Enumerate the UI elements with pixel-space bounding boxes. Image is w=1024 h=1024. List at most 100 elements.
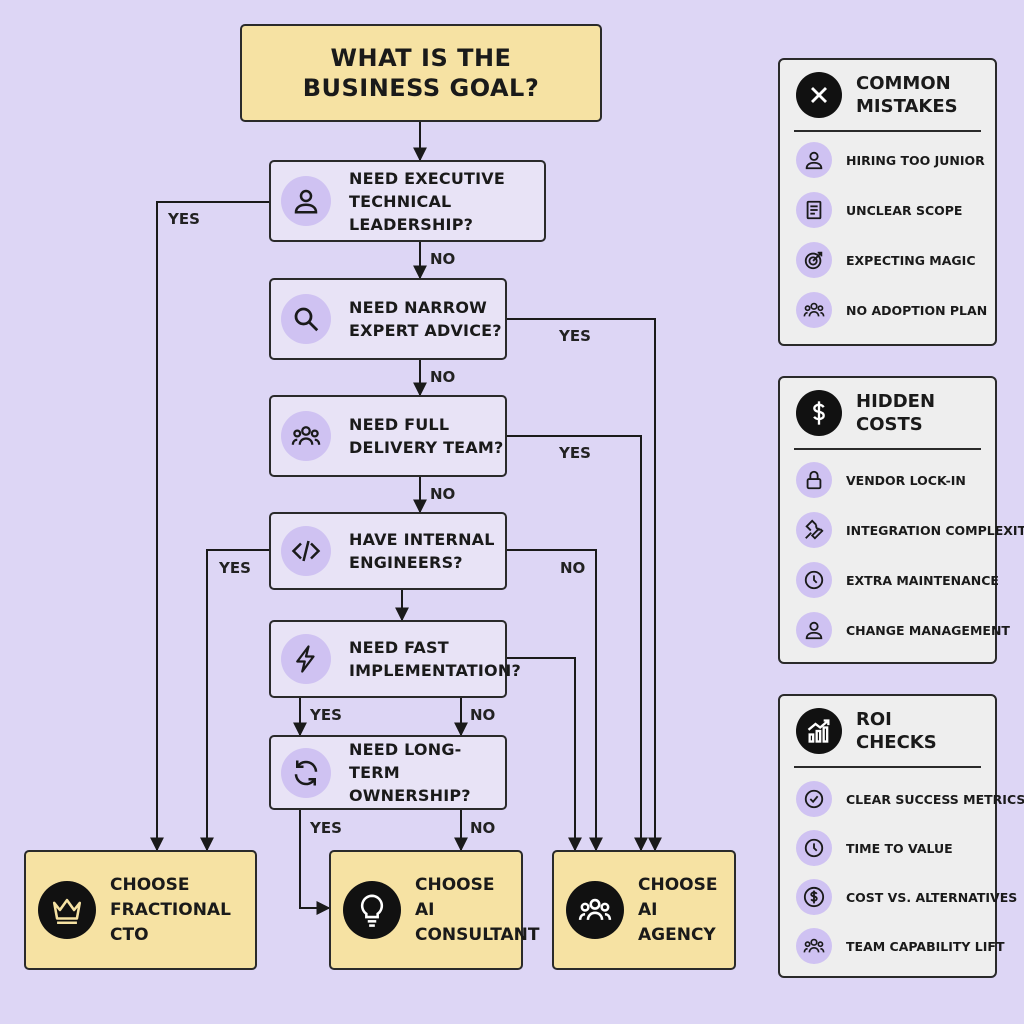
connector-q6-yes	[299, 810, 331, 915]
outcome-fractional-cto: CHOOSE FRACTIONAL CTO	[24, 850, 257, 970]
edge-label-no: NO	[470, 706, 496, 724]
panel-item: TIME TO VALUE	[796, 830, 953, 866]
panel-item: COST VS. ALTERNATIVES	[796, 879, 1017, 915]
question-line2: ENGINEERS?	[349, 553, 463, 572]
crown-icon	[38, 881, 96, 939]
question-line1: NEED FULL	[349, 415, 450, 434]
document-icon	[796, 192, 832, 228]
question-node-long-term-ownership: NEED LONG-TERM OWNERSHIP?	[269, 735, 507, 810]
panel-item-label: UNCLEAR SCOPE	[846, 202, 963, 218]
team-icon	[566, 881, 624, 939]
wrench-icon	[796, 512, 832, 548]
question-node-delivery-team: NEED FULL DELIVERY TEAM?	[269, 395, 507, 477]
question-line1: NEED LONG-TERM	[349, 740, 462, 782]
panel-item: VENDOR LOCK-IN	[796, 462, 966, 498]
question-line2: TECHNICAL LEADERSHIP?	[349, 191, 474, 234]
edge-label-no: NO	[430, 250, 456, 268]
panel-title-line2: CHECKS	[856, 732, 937, 753]
edge-label-yes: YES	[559, 327, 591, 345]
panel-item: UNCLEAR SCOPE	[796, 192, 962, 228]
connector-q5-side	[507, 657, 582, 852]
edge-label-no: NO	[430, 485, 456, 503]
edge-label-no: NO	[430, 368, 456, 386]
panel-item-label: TIME TO VALUE	[846, 840, 953, 856]
panel-divider	[794, 766, 981, 768]
lightning-icon	[281, 634, 331, 684]
question-node-internal-engineers: HAVE INTERNAL ENGINEERS?	[269, 512, 507, 590]
outcome-line2: AI AGENCY	[638, 899, 716, 945]
code-icon	[281, 526, 331, 576]
question-line2: IMPLEMENTATION?	[349, 661, 521, 680]
connector-q2-yes	[507, 318, 662, 852]
panel-item-label: CLEAR SUCCESS METRICS	[846, 791, 1024, 807]
person-icon	[796, 142, 832, 178]
team-icon	[796, 928, 832, 964]
panel-item: EXPECTING MAGIC	[796, 242, 976, 278]
panel-item-label: EXTRA MAINTENANCE	[846, 572, 999, 588]
x-icon	[796, 72, 842, 118]
panel-item: NO ADOPTION PLAN	[796, 292, 987, 328]
edge-label-yes: YES	[219, 559, 251, 577]
panel-divider	[794, 130, 981, 132]
clock-icon	[796, 562, 832, 598]
panel-item-label: TEAM CAPABILITY LIFT	[846, 938, 1005, 954]
clock-icon	[796, 830, 832, 866]
search-icon	[281, 294, 331, 344]
edge-label-yes: YES	[559, 444, 591, 462]
question-line2: EXPERT ADVICE?	[349, 321, 502, 340]
panel-item-label: VENDOR LOCK-IN	[846, 472, 966, 488]
team-icon	[796, 292, 832, 328]
connector-q4-yes	[200, 549, 269, 852]
edge-label-yes: YES	[310, 819, 342, 837]
panel-item-label: INTEGRATION COMPLEXITY	[846, 522, 1024, 538]
panel-item: TEAM CAPABILITY LIFT	[796, 928, 1004, 964]
question-line2: DELIVERY TEAM?	[349, 438, 504, 457]
lightbulb-icon	[343, 881, 401, 939]
chart-icon	[796, 708, 842, 754]
question-line2: OWNERSHIP?	[349, 786, 471, 805]
panel-item-label: NO ADOPTION PLAN	[846, 302, 988, 318]
outcome-line1: CHOOSE	[415, 874, 495, 895]
team-icon	[281, 411, 331, 461]
panel-item-label: CHANGE MANAGEMENT	[846, 622, 1010, 638]
panel-divider	[794, 448, 981, 450]
outcome-line1: CHOOSE	[638, 874, 718, 895]
dollar-icon	[796, 879, 832, 915]
dollar-icon	[796, 390, 842, 436]
panel-item: INTEGRATION COMPLEXITY	[796, 512, 1024, 548]
connector-q1-yes	[150, 201, 269, 852]
refresh-icon	[281, 747, 331, 798]
question-line1: HAVE INTERNAL	[349, 530, 495, 549]
connector-q4-no	[507, 549, 603, 852]
outcome-line2: AI CONSULTANT	[415, 899, 540, 945]
check-icon	[796, 781, 832, 817]
panel-title-line1: HIDDEN	[856, 391, 936, 412]
panel-title-line2: MISTAKES	[856, 96, 958, 117]
target-icon	[796, 242, 832, 278]
outcome-line2: FRACTIONAL CTO	[110, 899, 231, 945]
panel-item: HIRING TOO JUNIOR	[796, 142, 985, 178]
outcome-ai-agency: CHOOSE AI AGENCY	[552, 850, 736, 970]
edge-label-yes: YES	[168, 210, 200, 228]
edge-label-no: NO	[470, 819, 496, 837]
panel-item: CHANGE MANAGEMENT	[796, 612, 1010, 648]
outcome-line1: CHOOSE	[110, 874, 190, 895]
person-icon	[281, 176, 331, 226]
panel-title-line1: COMMON	[856, 73, 951, 94]
panel-item: CLEAR SUCCESS METRICS	[796, 781, 1024, 817]
panel-item-label: COST VS. ALTERNATIVES	[846, 889, 1018, 905]
panel-title-line1: ROI	[856, 709, 892, 730]
person-icon	[796, 612, 832, 648]
outcome-ai-consultant: CHOOSE AI CONSULTANT	[329, 850, 539, 970]
lock-icon	[796, 462, 832, 498]
start-node-line2: BUSINESS GOAL?	[302, 74, 540, 102]
start-node: WHAT IS THE BUSINESS GOAL?	[240, 24, 602, 122]
panel-title-line2: COSTS	[856, 414, 923, 435]
connector-q3-yes	[507, 435, 648, 852]
edge-label-no: NO	[560, 559, 586, 577]
